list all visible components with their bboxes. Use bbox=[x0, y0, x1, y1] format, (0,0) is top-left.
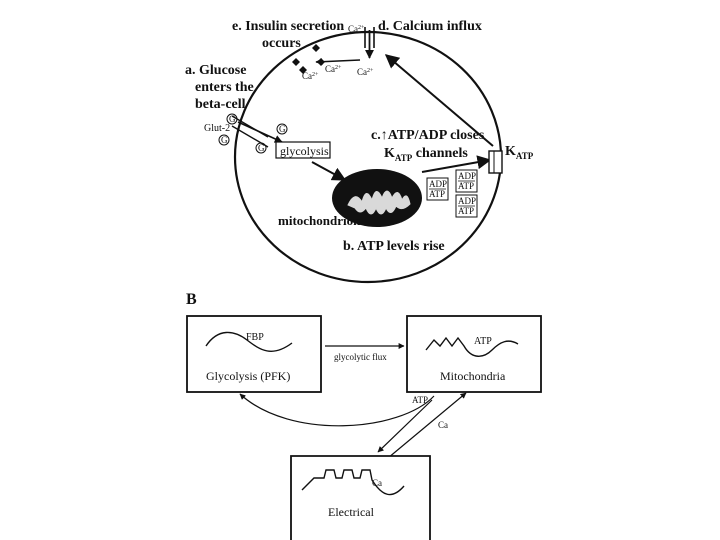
atp-to-katp-arrow bbox=[421, 155, 492, 173]
ca-label-top: Ca2+ bbox=[348, 24, 365, 34]
glucose-molecule: G bbox=[276, 123, 288, 135]
adp-atp-ratio: ADP ATP bbox=[426, 177, 449, 201]
insulin-granule bbox=[292, 58, 300, 66]
glucose-molecule: G bbox=[255, 142, 267, 154]
katp-channel bbox=[488, 150, 503, 174]
ca-ion-label: Ca2+ bbox=[325, 64, 342, 74]
svg-text:ADP: ADP bbox=[458, 196, 476, 206]
atp-label: ATP bbox=[474, 336, 492, 347]
step-a-label: a. Glucose enters the beta-cell bbox=[185, 63, 257, 112]
glucose-molecule: G bbox=[218, 134, 230, 146]
atp-to-electrical-arrow bbox=[377, 399, 433, 453]
adp-atp-ratio: ADP ATP bbox=[455, 194, 478, 218]
step-d-label: d. Calcium influx bbox=[378, 19, 482, 34]
glycolysis-pfk-label: Glycolysis (PFK) bbox=[206, 369, 290, 383]
glycolytic-flux-label: glycolytic flux bbox=[334, 352, 387, 362]
katp-label: KATP bbox=[505, 144, 534, 161]
ca-arrow-label: Ca bbox=[438, 420, 448, 430]
insulin-granule bbox=[312, 44, 320, 52]
fbp-oscillation-trace bbox=[205, 331, 293, 352]
svg-text:ATP: ATP bbox=[429, 189, 445, 199]
mitochondrion-label: mitochondrion bbox=[278, 213, 361, 228]
ca-ion-label: Ca2+ bbox=[302, 71, 319, 81]
insulin-granule bbox=[317, 58, 325, 66]
step-b-label: b. ATP levels rise bbox=[343, 239, 445, 254]
mitochondrion bbox=[332, 169, 422, 227]
electrical-label: Electrical bbox=[328, 505, 375, 519]
mitochondria-box bbox=[406, 315, 542, 393]
svg-text:ATP: ATP bbox=[458, 206, 474, 216]
calcium-oscillation-trace bbox=[301, 469, 405, 496]
glut2-label: Glut-2 bbox=[204, 123, 230, 134]
glycolysis-label: glycolysis bbox=[280, 144, 329, 158]
svg-text:G: G bbox=[258, 143, 265, 153]
svg-text:G: G bbox=[221, 135, 228, 145]
step-c-label-line1: c.↑ATP/ADP closes bbox=[371, 128, 485, 143]
svg-text:ATP: ATP bbox=[458, 181, 474, 191]
adp-atp-ratio: ADP ATP bbox=[455, 169, 478, 193]
insulin-granule bbox=[299, 66, 307, 74]
glucose-entry-arrow bbox=[237, 121, 283, 143]
svg-text:ADP: ADP bbox=[429, 179, 447, 189]
panel-b-letter: B bbox=[186, 291, 197, 308]
atp-oscillation-trace bbox=[425, 336, 519, 357]
fbp-label: FBP bbox=[246, 332, 264, 343]
ca-ion-label: Ca2+ bbox=[357, 67, 374, 77]
electrical-ca-label: Ca bbox=[372, 478, 382, 488]
electrical-box bbox=[290, 455, 431, 540]
step-c-label-line2: KATP channels bbox=[384, 146, 468, 163]
katp-to-ca-channel-arrow bbox=[384, 54, 494, 147]
atp-feedback-arrow bbox=[239, 393, 435, 427]
atp-arrow-label: ATP bbox=[412, 395, 428, 405]
svg-text:G: G bbox=[229, 114, 236, 124]
glucose-molecule: G bbox=[226, 113, 238, 125]
step-e-label: e. Insulin secretion occurs bbox=[232, 19, 348, 51]
svg-text:G: G bbox=[279, 124, 286, 134]
glycolysis-pfk-box bbox=[186, 315, 322, 393]
ca-to-mito-arrow bbox=[387, 392, 467, 459]
panel-a: a. Glucose enters the beta-cell Glut-2 G… bbox=[185, 19, 534, 284]
mitochondria-label: Mitochondria bbox=[440, 369, 506, 383]
svg-text:ADP: ADP bbox=[458, 171, 476, 181]
panel-b: B FBP Glycolysis (PFK) ATP Mitochondria … bbox=[186, 291, 542, 540]
glycolysis-to-mito-arrow bbox=[311, 161, 347, 181]
glycolysis-box bbox=[275, 141, 331, 159]
